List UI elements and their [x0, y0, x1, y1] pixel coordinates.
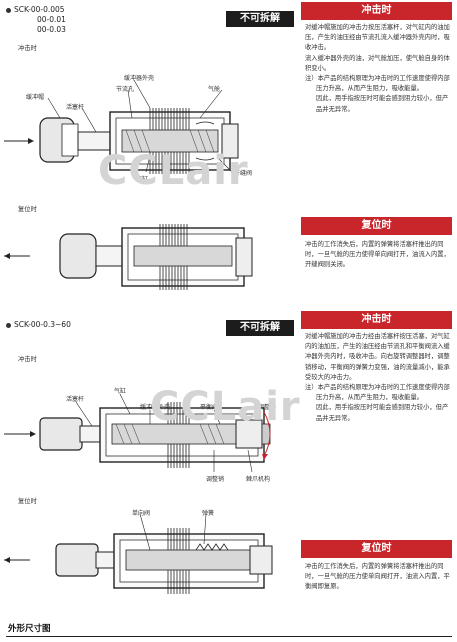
watermark: CCLair	[98, 148, 249, 194]
label-rod: 活塞杆	[66, 104, 85, 111]
return-description: 冲击的工作消失后，内置的弹簧将活塞杆推出的同时，一旦气舱的压力使得单向阀打开，油…	[305, 241, 450, 269]
impact-label: 冲击时	[18, 45, 37, 52]
impact-description: 对缓冲帽施加的冲击力按压活塞杆，对气缸内的油加压，产生的油压经由节流孔流入缓冲器…	[305, 23, 450, 115]
return-diagram-1	[4, 224, 253, 290]
bullet-icon	[6, 7, 11, 13]
description-note: 注）本产品的结构原理为冲击时的工作速度使得内部压力升高，从而产生阻力，吸收能量。	[305, 384, 450, 402]
description-paragraph: 对缓冲帽施加的冲击力按压活塞杆，对气缸内的油加压，产生的油压经由节流孔流入缓冲器…	[305, 24, 450, 52]
non-disassemble-banner: 不可拆解	[226, 11, 294, 27]
model-number: 00-0.01	[37, 15, 66, 24]
model-number: 00-0.03	[37, 25, 66, 34]
model-number: SCK-00-0.3~60	[14, 320, 71, 329]
impact-label: 冲击时	[18, 356, 37, 363]
watermark: CCLair	[150, 384, 301, 430]
label-cylinder: 气缸	[114, 388, 127, 395]
return-heading: 复位时	[301, 540, 452, 558]
non-disassemble-banner: 不可拆解	[226, 320, 294, 336]
label-check-valve: 单向阀	[132, 510, 151, 517]
return-description: 冲击的工作消失后，内置的弹簧将活塞杆推出的同时，一旦气舱的压力使单向阀打开，油流…	[305, 563, 450, 591]
label-outer: 缓冲器外壳	[140, 404, 171, 411]
label-spring: 弹簧	[202, 510, 215, 517]
bullet-icon	[6, 322, 11, 328]
impact-heading: 冲击时	[301, 2, 452, 20]
label-slit: 开缝阀	[234, 170, 253, 177]
return-label: 复位时	[18, 206, 37, 213]
return-diagram-2	[4, 513, 273, 594]
label-cap: 缓冲帽	[26, 94, 45, 101]
label-cylinder: 气缸	[136, 176, 149, 183]
label-detent: 棘爪机构	[246, 476, 271, 483]
impact-heading: 冲击时	[301, 311, 452, 329]
label-balance: 平衡阀	[200, 404, 219, 411]
impact-description: 对缓冲帽施加的冲击力经由活塞杆按压活塞，对气缸内的油加压，产生的油压经由节流孔和…	[305, 332, 450, 424]
label-rod: 活塞杆	[66, 396, 85, 403]
model-number-group-2: SCK-00-0.3~60	[6, 320, 71, 330]
divider	[6, 636, 452, 637]
impact-diagram-2	[4, 393, 271, 473]
description-paragraph: 流入缓冲器外壳的油，对气舱加压，使气舱自身的体积变小。	[305, 54, 450, 72]
return-label: 复位时	[18, 498, 37, 505]
impact-diagram-1	[4, 79, 239, 174]
label-adjuster: 调整器	[258, 404, 277, 411]
model-number: SCK-00-0.005	[14, 5, 65, 14]
description-note: 注）本产品的结构原理为冲击时的工作速度使得内部压力升高，从而产生阻力，吸收能量。	[305, 75, 450, 93]
section-title: 外形尺寸图	[8, 624, 51, 634]
label-adjust-pin: 调整销	[206, 476, 225, 483]
label-bladder: 气舱	[208, 86, 221, 93]
label-orifice: 节流孔	[116, 86, 135, 93]
description-paragraph: 对缓冲帽施加的冲击力经由活塞杆按压活塞，对气缸内的油加压，产生的油压经由节流孔和…	[305, 333, 450, 381]
model-number-group-1: SCK-00-0.005 00-0.01 00-0.03	[6, 5, 66, 35]
description-paragraph: 因此，用手指按压时可能会感到阻力较小，但产品并无异常。	[316, 404, 449, 422]
label-outer: 缓冲器外壳	[124, 75, 155, 82]
return-heading: 复位时	[301, 217, 452, 235]
description-paragraph: 因此，用手指按压时可能会感到阻力较小，但产品并无异常。	[316, 95, 449, 113]
